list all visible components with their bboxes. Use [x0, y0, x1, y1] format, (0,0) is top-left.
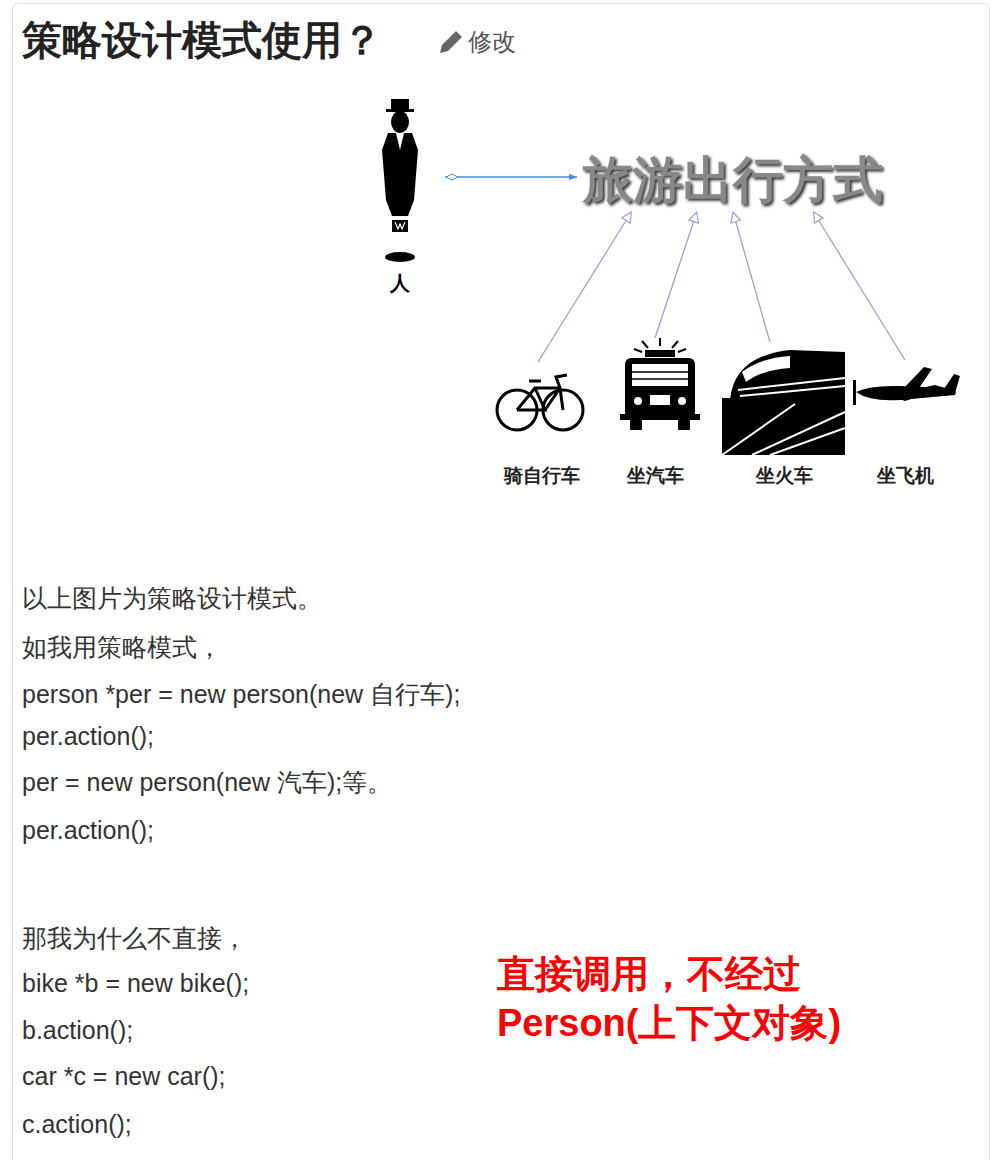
inheritance-arrow: [538, 212, 631, 362]
page-title: 策略设计模式使用？: [22, 16, 382, 64]
strategy-bike: 骑自行车: [492, 362, 592, 492]
annotation: 直接调用，不经过 Person(上下文对象): [497, 950, 937, 1048]
node-text: 旅游出行方式: [583, 149, 883, 212]
bicycle-icon: [497, 375, 583, 430]
node-text: 人: [390, 271, 410, 296]
strategy-train: 坐火车: [720, 342, 848, 492]
person-figure: [382, 99, 418, 262]
body-text: car *c = new car();: [22, 1060, 226, 1093]
node-text: 坐飞机: [877, 464, 934, 488]
body-text: per.action();: [22, 720, 154, 753]
body-text: person *per = new person(new 自行车);: [22, 678, 460, 711]
body-text: bike *b = new bike();: [22, 967, 249, 1000]
body-text: per = new person(new 汽车);等。: [22, 766, 392, 799]
node-text: 坐汽车: [627, 464, 684, 488]
strategy-plane: 坐飞机: [850, 360, 960, 492]
train-icon: [722, 350, 845, 455]
strategy-interface: 旅游出行方式: [577, 148, 889, 212]
plane-icon: [853, 367, 960, 405]
node-text: 骑自行车: [504, 464, 580, 488]
edit-link: 修改: [468, 26, 516, 57]
body-text: per.action();: [22, 814, 154, 847]
bus-icon: [620, 338, 700, 430]
body-text: c.action();: [22, 1108, 132, 1141]
strategy-bus: 坐汽车: [615, 338, 695, 492]
inheritance-arrow: [733, 212, 770, 342]
inheritance-arrow: [655, 212, 697, 338]
body-text: 那我为什么不直接，: [22, 922, 247, 955]
inheritance-arrow: [813, 212, 905, 360]
person-node: 人: [355, 95, 445, 300]
body-text: 如我用策略模式，: [22, 631, 222, 664]
node-text: 坐火车: [756, 464, 813, 488]
pencil-icon: [440, 31, 462, 53]
body-text: 以上图片为策略设计模式。: [22, 582, 322, 615]
association-arrow: [445, 176, 577, 177]
body-text: b.action();: [22, 1014, 133, 1047]
